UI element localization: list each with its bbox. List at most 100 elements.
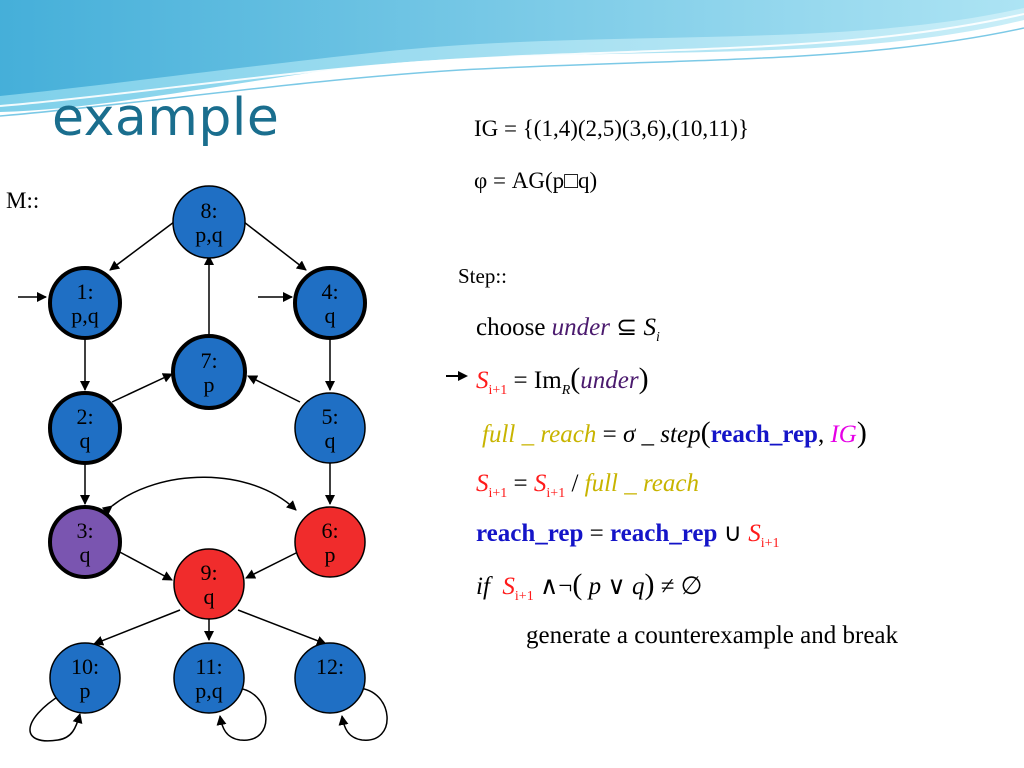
state-node-circle-10: [49, 642, 121, 714]
eq4-S2: S: [533, 470, 547, 497]
state-node-id-1: 1:: [76, 279, 93, 304]
eq4-sub2: i+1: [546, 486, 566, 501]
eq3-reach-rep: reach_rep: [710, 421, 818, 448]
state-node-10: 10:p: [49, 642, 121, 714]
state-node-props-4: q: [325, 303, 336, 328]
eq3-ig: IG: [830, 421, 857, 448]
graph-nodes: 8:p,q1:p,q4:q7:p2:q5:q3:q6:p9:q10:p11:p,…: [48, 185, 367, 714]
state-node-11: 11:p,q: [173, 642, 245, 714]
eq4-eq: =: [513, 470, 528, 497]
state-node-1: 1:p,q: [48, 266, 122, 340]
edge-10-10: [29, 693, 83, 742]
eq-if-check: if Si+1 ∧¬( p ∨ q) ≠ ∅: [476, 568, 702, 605]
eq5-reach-rep: reach_rep: [476, 520, 584, 547]
state-node-id-8: 8:: [200, 198, 217, 223]
edge-3-6: [101, 476, 297, 516]
eq6-and: ∧: [539, 573, 559, 600]
eq3-step: _ step: [641, 421, 701, 448]
ig-definition: IG = {(1,4)(2,5)(3,6),(10,11)}: [474, 116, 749, 141]
eq1-under: under: [551, 314, 610, 341]
state-node-7: 7:p: [171, 334, 247, 410]
eq-generate-counterexample: generate a counterexample and break: [526, 622, 899, 649]
eq6-not: ¬: [558, 573, 573, 600]
current-step-arrow-icon: [446, 371, 468, 381]
state-node-props-9: q: [204, 584, 215, 609]
edge-5-7: [247, 375, 301, 403]
eq2-eq: =: [513, 367, 528, 394]
eq2-S: S: [476, 367, 489, 394]
eq1-i: i: [655, 330, 660, 345]
eq6-p: p: [588, 573, 602, 600]
state-node-6: 6:p: [294, 506, 366, 578]
eq2-im: Im: [533, 367, 562, 394]
eq-next-image: Si+1 = ImR(under): [476, 362, 649, 399]
state-node-circle-3: [48, 505, 122, 579]
eq4-slash: /: [571, 470, 579, 497]
edge-2-7: [111, 373, 173, 403]
state-node-circle-1: [48, 266, 122, 340]
eq5-S: S: [748, 520, 761, 547]
eq-subtract: Si+1 = Si+1 / full _ reach: [476, 470, 699, 502]
eq-reach-rep-update: reach_rep = reach_rep ∪ Si+1: [476, 518, 780, 552]
state-node-props-10: p: [80, 678, 91, 703]
state-node-id-2: 2:: [76, 404, 93, 429]
eq3-lparen: (: [700, 416, 711, 449]
eq6-lparen: (: [572, 568, 583, 601]
state-node-circle-11: [173, 642, 245, 714]
eq6-S: S: [502, 573, 515, 600]
state-node-3: 3:q: [48, 505, 122, 579]
eq4-S: S: [476, 470, 489, 497]
state-node-2: 2:q: [48, 391, 122, 465]
eq3-comma: ,: [817, 421, 825, 448]
state-node-id-12: 12:: [316, 654, 344, 679]
eq5-reach-rep2: reach_rep: [610, 520, 718, 547]
eq-full-reach: full _ reach = σ _ step(reach_rep, IG): [482, 416, 867, 450]
eq5-eq: =: [589, 520, 604, 547]
state-node-id-7: 7:: [200, 348, 217, 373]
edge-11-11: [216, 687, 267, 741]
eq6-or: ∨: [607, 573, 626, 600]
eq-choose-under: choose under ⊆ Si: [476, 312, 660, 346]
eq6-q: q: [631, 573, 645, 600]
edge-9-10: [93, 609, 181, 646]
state-node-circle-9: [173, 548, 245, 620]
model-label: M::: [6, 188, 40, 213]
state-node-12: 12:: [294, 642, 366, 714]
state-node-id-5: 5:: [321, 404, 338, 429]
state-node-props-2: q: [80, 428, 91, 453]
eq2-under: under: [580, 367, 639, 394]
eq4-full-reach: full _ reach: [584, 470, 699, 497]
state-node-circle-8: [172, 185, 246, 259]
state-node-5: 5:q: [294, 392, 366, 464]
state-node-id-9: 9:: [200, 560, 217, 585]
state-node-circle-7: [171, 334, 247, 410]
header-waves: [0, 0, 1024, 117]
state-node-circle-4: [293, 266, 367, 340]
eq5-sub: i+1: [760, 536, 780, 551]
eq6-rparen: ): [644, 568, 655, 601]
graph-edges: [18, 221, 388, 742]
eq3-full-reach: full _ reach: [482, 421, 597, 448]
state-node-id-4: 4:: [321, 279, 338, 304]
eq2-lparen: (: [570, 362, 581, 395]
step-label: Step::: [458, 264, 508, 288]
eq5-cup: ∪: [723, 520, 742, 547]
state-node-id-10: 10:: [71, 654, 99, 679]
state-node-id-6: 6:: [321, 518, 338, 543]
edge-3-9: [115, 549, 173, 581]
edge-8-1: [109, 221, 175, 271]
state-node-props-8: p,q: [195, 222, 223, 247]
phi-formula: φ = AG(p□q): [474, 168, 598, 193]
eq1-subseteq: ⊆: [616, 314, 638, 341]
eq6-neq: ≠: [660, 573, 675, 600]
state-node-props-6: p: [325, 542, 336, 567]
state-node-id-3: 3:: [76, 518, 93, 543]
state-node-id-11: 11:: [195, 654, 222, 679]
kripke-structure-graph: 8:p,q1:p,q4:q7:p2:q5:q3:q6:p9:q10:p11:p,…: [18, 185, 388, 742]
state-node-props-1: p,q: [71, 303, 99, 328]
state-node-props-7: p: [204, 372, 215, 397]
eq3-eq: =: [602, 421, 617, 448]
state-node-props-11: p,q: [195, 678, 223, 703]
eq3-rparen: ): [856, 416, 867, 449]
